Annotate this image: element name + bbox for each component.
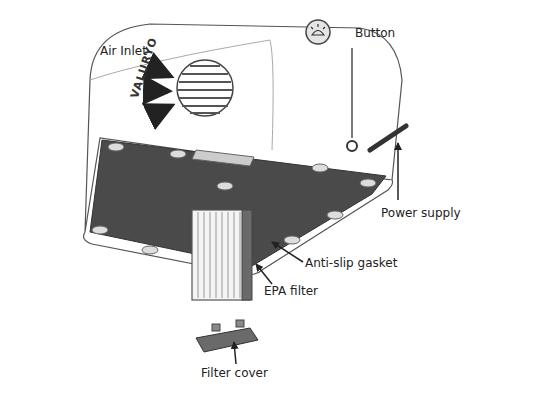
foot bbox=[360, 179, 376, 187]
airflow-arrow bbox=[150, 106, 171, 116]
filter-cover bbox=[196, 328, 258, 352]
foot bbox=[312, 164, 328, 172]
grille-slats bbox=[178, 66, 232, 113]
filter-slot bbox=[192, 150, 254, 166]
grille-slat bbox=[179, 97, 231, 99]
button bbox=[347, 141, 357, 151]
part-label: EPA filter bbox=[264, 284, 318, 298]
pleat bbox=[210, 212, 211, 298]
part-label: Filter cover bbox=[201, 366, 268, 380]
leader-line bbox=[397, 143, 399, 200]
button-icon-glyph bbox=[311, 24, 325, 35]
part-label: Button bbox=[355, 26, 395, 40]
inlet-grille bbox=[177, 60, 233, 116]
foot bbox=[170, 150, 186, 158]
airflow-arrow bbox=[144, 90, 168, 91]
grille-slat bbox=[182, 105, 228, 107]
body-edge bbox=[270, 40, 273, 150]
pleat bbox=[222, 212, 223, 298]
grille-slat bbox=[179, 81, 231, 83]
epa-filter bbox=[192, 210, 250, 300]
pleat bbox=[198, 212, 199, 298]
filter-frame bbox=[242, 210, 252, 300]
foot bbox=[92, 226, 108, 234]
filter-pleats bbox=[198, 212, 240, 298]
grille-slat bbox=[190, 65, 220, 67]
leader-line bbox=[256, 264, 272, 284]
grille-slat bbox=[182, 73, 228, 75]
leader-line bbox=[272, 242, 303, 262]
pleat bbox=[240, 212, 241, 298]
pleat bbox=[234, 212, 235, 298]
part-label: Power supply bbox=[381, 206, 461, 220]
cover-tab bbox=[236, 320, 244, 327]
pleat bbox=[204, 212, 205, 298]
pleat bbox=[216, 212, 217, 298]
power-cable bbox=[370, 126, 406, 150]
leader-line bbox=[351, 48, 352, 138]
button-icon bbox=[306, 20, 330, 44]
grille-slat bbox=[190, 112, 220, 114]
foot bbox=[142, 246, 158, 254]
foot bbox=[327, 211, 343, 219]
cover-tab bbox=[212, 324, 220, 331]
part-label: Anti-slip gasket bbox=[305, 256, 397, 270]
pleat bbox=[228, 212, 229, 298]
foot bbox=[284, 236, 300, 244]
leader-line bbox=[234, 342, 236, 364]
foot bbox=[217, 182, 233, 190]
grille-slat bbox=[178, 89, 232, 91]
foot bbox=[108, 143, 124, 151]
